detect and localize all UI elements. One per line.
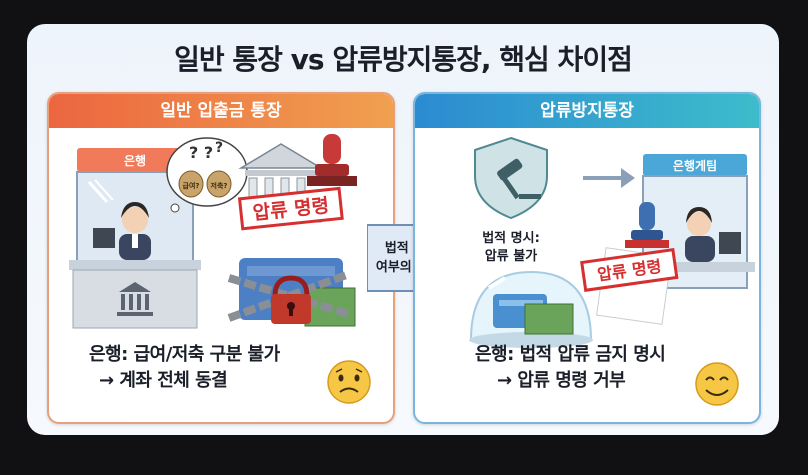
shield-text-line2: 압류 불가	[485, 249, 537, 264]
chained-account-icon	[227, 258, 356, 327]
infographic-card: 일반 통장 vs 압류방지통장, 핵심 차이점 일반 입출금 통장	[27, 24, 779, 435]
bank-sign: 은행	[124, 153, 146, 168]
bank-teller-illustration	[69, 148, 201, 329]
normal-account-panel: 일반 입출금 통장	[47, 92, 395, 424]
normal-caption-line2: → 계좌 전체 동결	[99, 370, 228, 391]
shield-text-line1: 법적 명시:	[482, 230, 540, 246]
svg-text:?: ?	[215, 140, 223, 156]
legal-shield-icon	[474, 136, 548, 220]
normal-account-header: 일반 입출금 통장	[49, 94, 393, 128]
savings-bag-label: 저축?	[211, 181, 228, 190]
protected-caption-line2: → 압류 명령 거부	[497, 370, 626, 391]
bank-sign: 은행게팀	[673, 158, 717, 173]
salary-bag-label: 급여?	[183, 181, 200, 190]
normal-caption-line1: 은행: 급여/저축 구분 불가	[89, 344, 280, 365]
page-title: 일반 통장 vs 압류방지통장, 핵심 차이점	[174, 43, 633, 76]
seizure-stamp-icon	[307, 134, 357, 186]
protected-caption-line1: 은행: 법적 압류 금지 명시	[475, 344, 666, 365]
small-arrow-icon	[583, 168, 635, 188]
protected-funds-dome-icon	[469, 270, 593, 348]
svg-text:? ?: ? ?	[189, 143, 213, 162]
smile-face-icon	[695, 362, 739, 406]
protected-account-panel: 압류방지통장 법적 명시: 압류 불가	[413, 92, 761, 424]
sad-face-icon	[327, 360, 371, 404]
protected-account-header: 압류방지통장	[415, 94, 759, 128]
confused-thought-bubble: ? ? ?	[166, 137, 248, 213]
